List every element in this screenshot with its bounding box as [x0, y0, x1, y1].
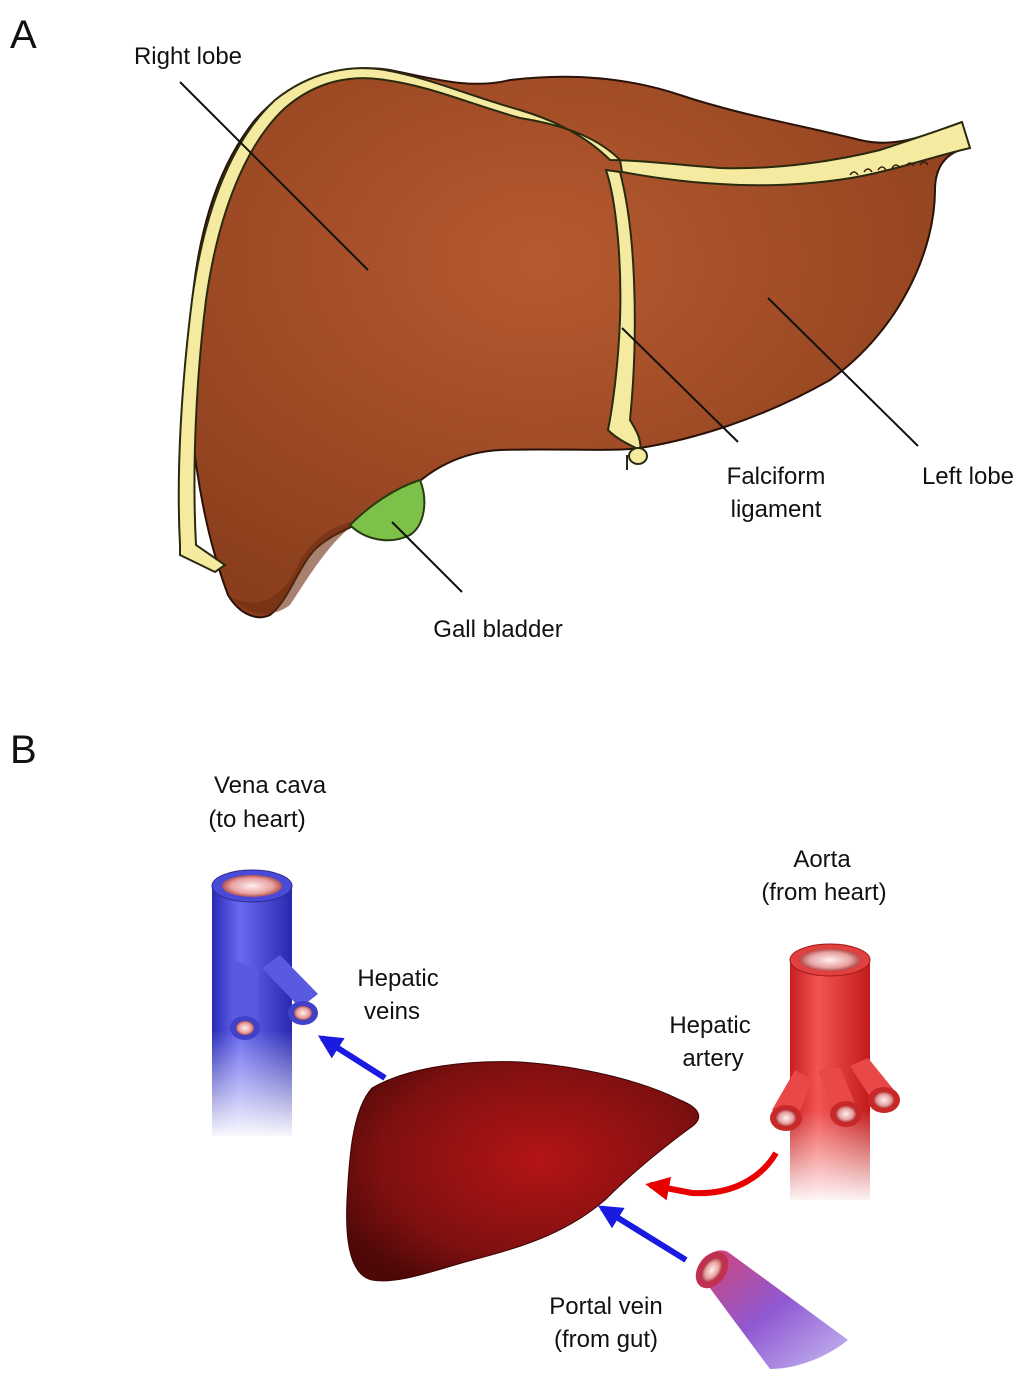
panel-b: B [10, 728, 900, 1369]
portal-vein-arrow [602, 1208, 686, 1260]
label-aorta-line1: Aorta [793, 846, 851, 873]
label-portal-vein-line1: Portal vein [549, 1293, 662, 1320]
label-gall-bladder: Gall bladder [433, 616, 562, 643]
label-falciform-line2: ligament [731, 496, 822, 523]
label-hepatic-artery-line2: artery [682, 1045, 743, 1072]
panel-a: A Right lobe Falciform ligament [10, 13, 1014, 643]
label-aorta-line2: (from heart) [761, 879, 886, 906]
label-vena-cava-line2: (to heart) [208, 806, 305, 833]
label-falciform-line1: Falciform [727, 463, 826, 490]
label-vena-cava-line1: Vena cava [214, 772, 327, 799]
hepatic-veins-arrow [322, 1038, 385, 1078]
label-left-lobe: Left lobe [922, 463, 1014, 490]
label-portal-vein-line2: (from gut) [554, 1326, 658, 1353]
label-right-lobe: Right lobe [134, 43, 242, 70]
portal-vein-illustration [689, 1246, 848, 1369]
liver-b-illustration [347, 1062, 699, 1281]
liver-illustration [189, 68, 968, 617]
hepatic-artery-arrow [650, 1153, 776, 1193]
label-hepatic-veins-line1: Hepatic [357, 965, 438, 992]
round-ligament-end [629, 448, 647, 464]
panel-b-letter: B [10, 728, 37, 772]
label-hepatic-veins-line2: veins [364, 998, 420, 1025]
aorta-illustration [770, 944, 900, 1205]
panel-a-letter: A [10, 13, 37, 57]
vena-cava-illustration [212, 870, 318, 1140]
leader-gall-bladder [392, 522, 462, 592]
label-hepatic-artery-line1: Hepatic [669, 1012, 750, 1039]
